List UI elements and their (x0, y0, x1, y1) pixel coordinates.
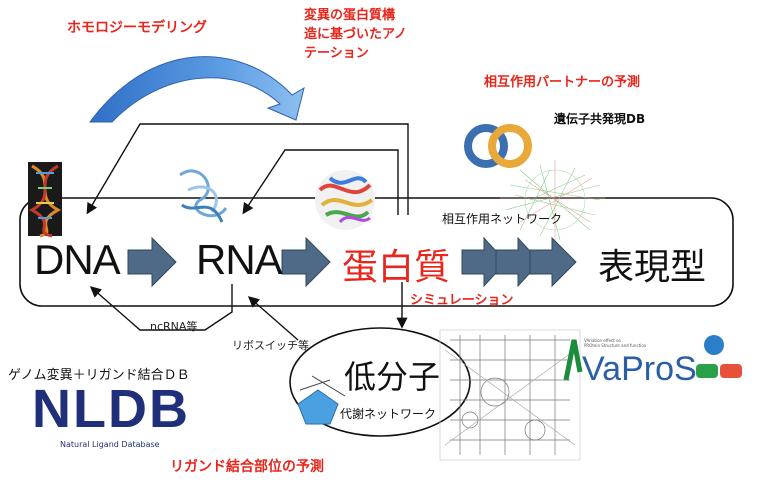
small-molecule-to-rna-line (247, 296, 299, 341)
nldb-caption: ゲノム変異＋リガンド結合ＤＢ (8, 368, 190, 383)
protein-node: 蛋白質 (342, 247, 451, 288)
vapros-subtitle: VAriation effect on PROtein Structure an… (584, 338, 647, 348)
metabolic-network-label: 代謝ネットワーク (340, 407, 437, 421)
protein-to-rna-line (242, 149, 399, 215)
homology-modeling-label: ホモロジーモデリング (67, 20, 207, 36)
simulation-label: シミュレーション (410, 293, 514, 308)
phenotype-node: 表現型 (598, 247, 707, 288)
homology-curve-arrow (89, 56, 305, 123)
ligand-binding-prediction-label: リガンド結合部位の予測 (170, 459, 324, 475)
riboswitch-label: リボスイッチ等 (232, 339, 309, 352)
protein-to-dna-line (86, 123, 409, 215)
small-molecule-node: 低分子 (344, 358, 441, 396)
central-dogma-frame (19, 197, 734, 307)
rna-structure-image (179, 169, 228, 223)
metabolic-map-image (439, 329, 581, 461)
ncrna-label: ncRNA等 (150, 320, 198, 333)
interaction-prediction-label: 相互作用パートナーの予測 (484, 75, 641, 90)
small-molecule-ellipse (289, 327, 471, 437)
protein-structure-image (315, 170, 375, 230)
coxpresdb-logo-icon (464, 124, 532, 168)
coexpres-caption: 遺伝子共発現DB (554, 112, 646, 126)
rna-to-dna-ncrna-line (89, 284, 233, 331)
rna-protein-arrow (281, 236, 331, 288)
rna-node: RNA (196, 236, 283, 283)
vapros-logo-text: VaProS (582, 350, 697, 388)
ligand-binding-image (297, 375, 346, 425)
mutation-annotation-label: 変異の蛋白質構 造に基づいたアノ テーション (304, 8, 407, 61)
nldb-logo-text: NLDB (32, 379, 190, 439)
interaction-network-label: 相互作用ネットワーク (442, 212, 563, 226)
dna-rna-arrow (127, 236, 177, 288)
vapros-icons (563, 335, 742, 381)
dna-helix-image (28, 162, 62, 238)
nldb-subtitle: Natural Ligand Database (60, 440, 160, 449)
dna-node: DNA (34, 236, 121, 283)
protein-phenotype-arrow-1 (461, 236, 507, 288)
interaction-network-image (500, 160, 605, 241)
protein-phenotype-arrow-2 (495, 236, 541, 288)
protein-phenotype-arrow-3 (529, 236, 577, 288)
